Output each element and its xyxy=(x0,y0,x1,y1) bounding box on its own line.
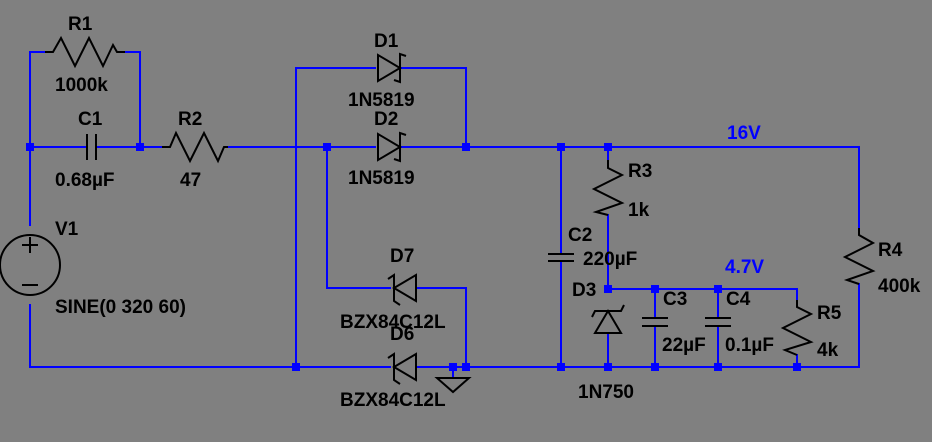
c1-name: C1 xyxy=(78,109,103,130)
d1-value: 1N5819 xyxy=(348,90,415,111)
c4-capacitor-symbol xyxy=(705,317,731,327)
junction-dot xyxy=(557,143,565,151)
c4-name: C4 xyxy=(726,289,751,310)
r5-resistor-symbol xyxy=(780,300,814,356)
junction-dot xyxy=(604,143,612,151)
c1-capacitor-symbol xyxy=(86,134,97,160)
c3-value: 22µF xyxy=(662,335,706,356)
d6-zener-symbol xyxy=(387,352,417,385)
junction-dot xyxy=(714,363,722,371)
c3-capacitor-symbol xyxy=(642,317,668,327)
junction-dots xyxy=(26,143,801,371)
junction-dot xyxy=(604,363,612,371)
wire-d1-left xyxy=(295,67,376,368)
v1-value: SINE(0 320 60) xyxy=(55,297,186,318)
d7-zener-symbol xyxy=(387,273,417,306)
c4-value: 0.1µF xyxy=(725,335,774,356)
junction-dot xyxy=(292,363,300,371)
c3-name: C3 xyxy=(663,289,687,310)
d2-diode-symbol xyxy=(377,131,407,163)
r2-resistor-symbol xyxy=(162,130,228,164)
junction-dot xyxy=(462,363,470,371)
r4-value: 400k xyxy=(878,276,921,297)
d3-name: D3 xyxy=(572,280,596,301)
d3-zener-symbol xyxy=(591,304,625,334)
d1-diode-symbol xyxy=(377,52,407,84)
v1-name: V1 xyxy=(55,219,79,240)
junction-dot xyxy=(26,143,34,151)
d1-name: D1 xyxy=(374,31,399,52)
wire-r1-left xyxy=(29,51,46,148)
junction-dot xyxy=(651,363,659,371)
r2-value: 47 xyxy=(180,170,201,191)
c1-value: 0.68µF xyxy=(55,170,115,191)
r5-name: R5 xyxy=(817,303,842,324)
junction-dot xyxy=(604,285,612,293)
r4-name: R4 xyxy=(878,240,903,261)
d2-name: D2 xyxy=(374,109,398,130)
ground-symbol xyxy=(434,377,472,394)
c2-name: C2 xyxy=(568,225,592,246)
component-labels: R1 1000k C1 0.68µF R2 47 V1 SINE(0 320 6… xyxy=(55,14,921,411)
r1-resistor-symbol xyxy=(45,35,125,69)
v1-voltage-source-symbol xyxy=(0,234,61,296)
net-label-4-7v: 4.7V xyxy=(725,257,764,278)
wire-r1-right xyxy=(124,51,141,148)
d3-value: 1N750 xyxy=(578,382,634,403)
wire-v1-bottom xyxy=(29,304,391,368)
d7-name: D7 xyxy=(390,246,414,267)
junction-dot xyxy=(462,143,470,151)
junction-dot xyxy=(793,363,801,371)
junction-dot xyxy=(449,363,457,371)
wire-d7-left xyxy=(326,146,391,289)
d7-value: BZX84C12L xyxy=(340,312,446,333)
r3-resistor-symbol xyxy=(591,160,625,216)
r1-value: 1000k xyxy=(55,75,108,96)
wire-d7-right xyxy=(417,287,467,368)
r2-name: R2 xyxy=(178,109,202,130)
junction-dot xyxy=(323,143,331,151)
c2-capacitor-symbol xyxy=(548,253,574,262)
d2-value: 1N5819 xyxy=(348,168,415,189)
d6-name: D6 xyxy=(390,324,414,345)
r1-name: R1 xyxy=(68,14,93,35)
r3-name: R3 xyxy=(628,161,652,182)
junction-dot xyxy=(557,363,565,371)
net-labels: 16V 4.7V xyxy=(725,123,764,278)
c2-value: 220µF xyxy=(583,249,637,270)
r4-resistor-symbol xyxy=(842,228,876,285)
junction-dot xyxy=(651,285,659,293)
junction-dot xyxy=(136,143,144,151)
r5-value: 4k xyxy=(817,340,839,361)
wire-d1-right xyxy=(401,67,467,148)
wires xyxy=(29,51,860,379)
net-label-16v: 16V xyxy=(727,123,761,144)
r3-value: 1k xyxy=(628,200,650,221)
d6-value: BZX84C12L xyxy=(340,390,446,411)
junction-dot xyxy=(714,285,722,293)
